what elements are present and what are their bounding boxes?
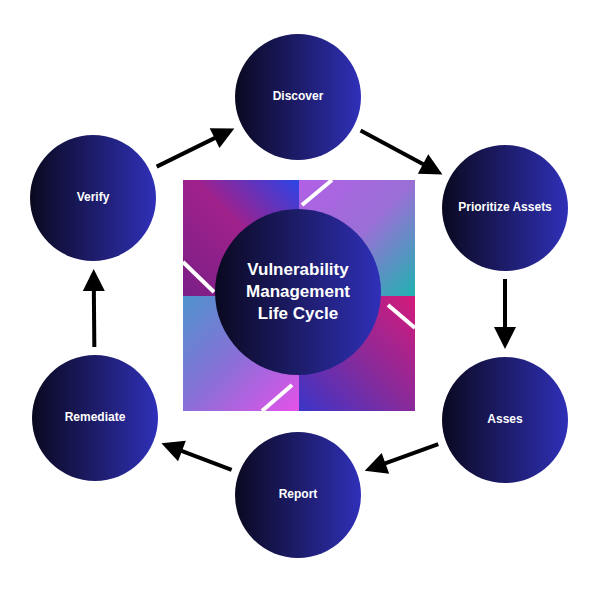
flow-arrow [361, 131, 443, 175]
center-circle: Vulnerability Management Life Cycle [215, 209, 381, 375]
stage-circle: Discover [235, 34, 361, 160]
flow-arrow [83, 269, 105, 347]
flow-arrow [157, 128, 235, 166]
stage-circle: Verify [30, 135, 156, 261]
flow-arrow [161, 441, 231, 470]
stage-circle: Remediate [32, 355, 158, 481]
node-label: Discover [248, 89, 348, 105]
node-label: Verify [43, 190, 143, 206]
stage-circle: Asses [442, 357, 568, 483]
stage-circle: Report [235, 432, 361, 558]
node-label: Remediate [45, 410, 145, 426]
stage-circle: Prioritize Assets [442, 145, 568, 271]
node-label: Report [248, 487, 348, 503]
flow-arrow [494, 279, 516, 349]
flow-arrow [365, 444, 438, 473]
node-label: Prioritize Assets [455, 200, 555, 216]
gradient-square [183, 180, 415, 411]
node-label: Vulnerability Management Life Cycle [232, 259, 364, 325]
node-label: Asses [455, 412, 555, 428]
